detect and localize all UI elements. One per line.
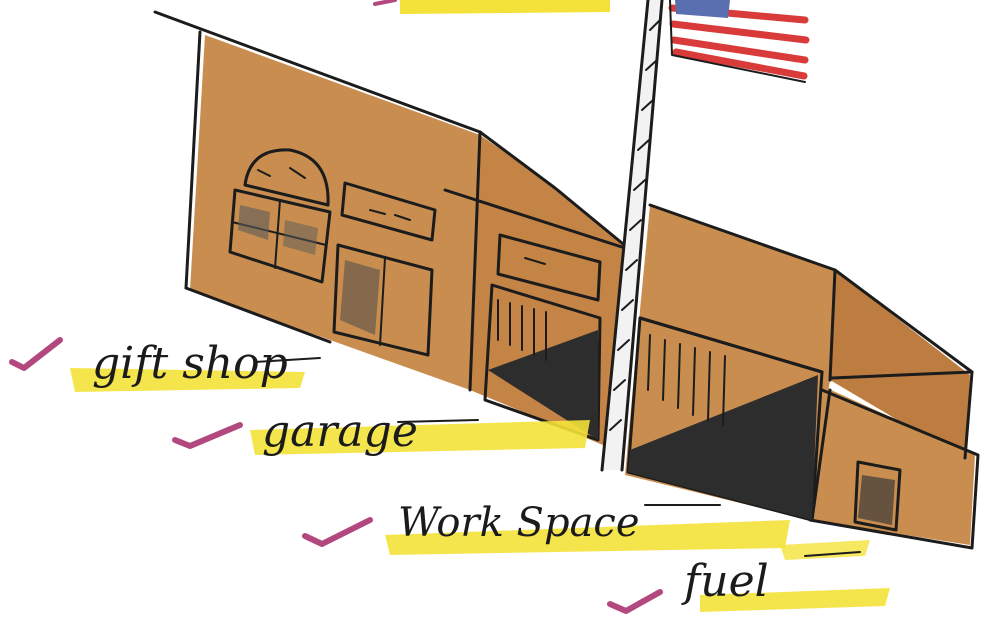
- work-space-label: Work Space: [398, 500, 639, 546]
- label-fuel: fuel: [610, 540, 890, 612]
- garage-label: garage: [262, 406, 418, 457]
- gift-shop-label: gift shop: [92, 338, 288, 389]
- checkmark-icon: [12, 340, 60, 368]
- checkmark-icon: [610, 592, 660, 611]
- american-flag-icon: [670, 0, 810, 82]
- label-gift-shop: gift shop: [12, 338, 320, 392]
- checkmark-icon: [175, 425, 240, 446]
- work-space-building: [625, 205, 978, 548]
- top-cropped-label: [375, 0, 610, 14]
- fuel-label: fuel: [681, 556, 769, 607]
- label-work-space: Work Space: [305, 500, 790, 555]
- checkmark-icon: [305, 520, 370, 544]
